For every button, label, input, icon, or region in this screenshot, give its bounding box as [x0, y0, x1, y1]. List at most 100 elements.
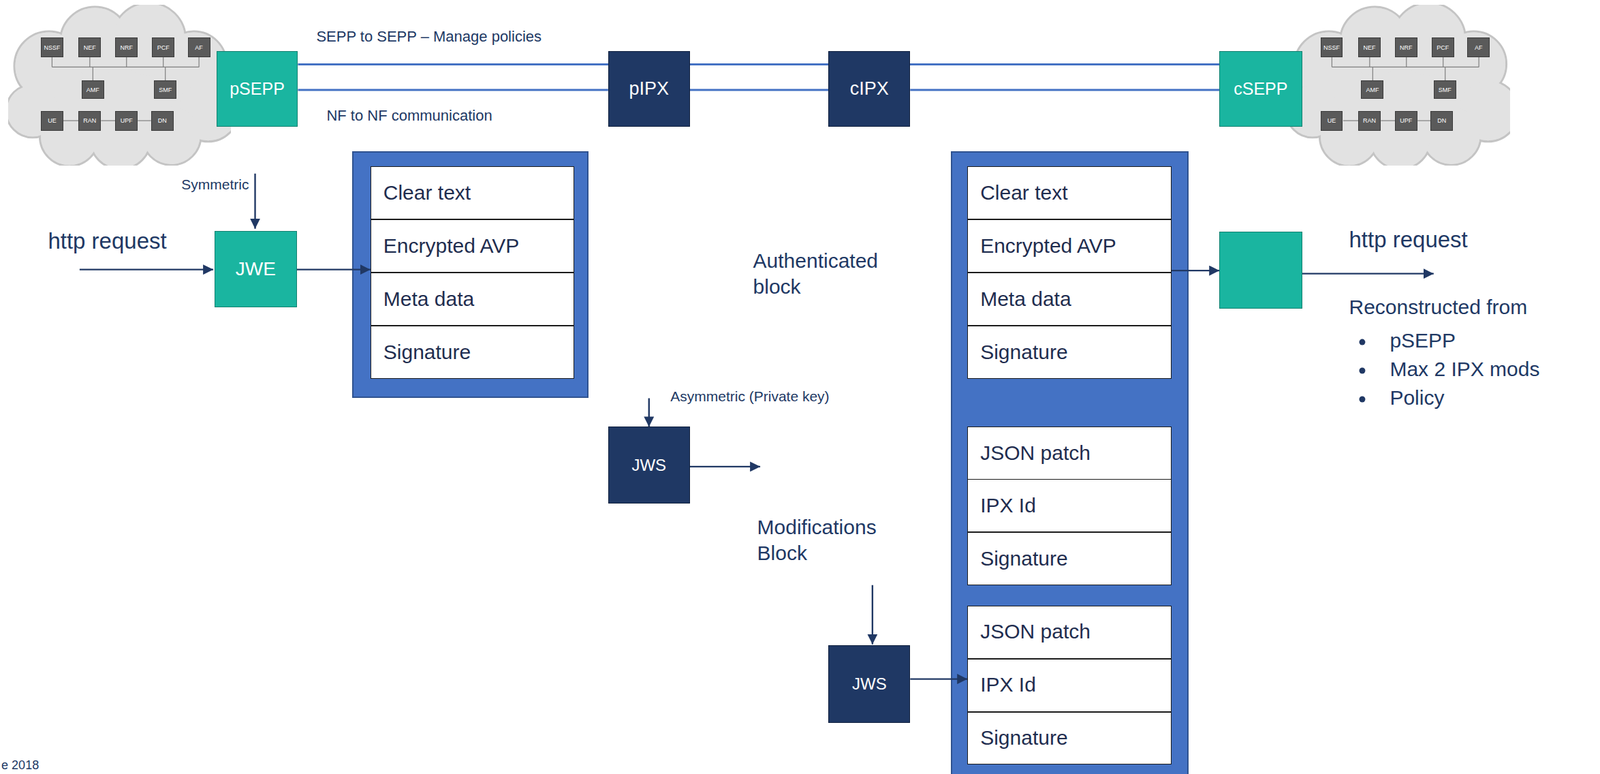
field-row: Signature — [967, 325, 1172, 379]
network-function-box: NRF — [1394, 37, 1418, 57]
node-text: pIPX — [629, 78, 670, 100]
field-row: Encrypted AVP — [370, 219, 575, 273]
connector — [297, 88, 608, 91]
node-text: SMF — [1438, 86, 1452, 94]
node-text: JSON patch — [980, 441, 1091, 466]
field-row: Meta data — [370, 272, 575, 326]
cloud-outline — [1288, 4, 1511, 165]
network-function-box: PCF — [1431, 37, 1455, 57]
field-row: Signature — [967, 531, 1172, 586]
network-function-box: UE — [40, 111, 64, 131]
node-text: Encrypted AVP — [383, 234, 520, 259]
node-text: IPX Id — [980, 672, 1037, 697]
node-text: AMF — [86, 86, 100, 94]
node-text: Signature — [980, 546, 1068, 571]
node-text: NSSF — [1323, 44, 1340, 52]
node-text: AMF — [1365, 86, 1379, 94]
network-function-box: NSSF — [1320, 37, 1344, 57]
field-row: Clear text — [370, 166, 575, 220]
leader-arrow — [254, 173, 256, 229]
sepp-box: JWE — [214, 230, 297, 308]
network-function-box: NEF — [1358, 37, 1381, 57]
node-text: UPF — [120, 117, 133, 124]
sepp-box: pSEPP — [216, 51, 299, 127]
ipx-box: JWS — [608, 426, 690, 503]
node-text: RAN — [1362, 117, 1376, 124]
network-cloud: NSSFNEFNRFPCFAFAMFSMFUERANUPFDN — [8, 4, 231, 165]
connector-label: NF to NF communication — [326, 106, 492, 126]
text-label: Reconstructed from — [1348, 294, 1528, 321]
field-row: Clear text — [967, 166, 1172, 220]
connector — [910, 88, 1220, 91]
ipx-box: pIPX — [608, 51, 690, 127]
node-text: Meta data — [980, 287, 1071, 312]
node-text: JWS — [631, 455, 667, 475]
leader-arrow — [871, 585, 874, 645]
field-row: Meta data — [967, 272, 1172, 326]
network-function-box: RAN — [78, 111, 101, 131]
node-text: PCF — [157, 44, 170, 52]
node-text: Clear text — [980, 181, 1068, 206]
network-function-box: AMF — [81, 80, 105, 99]
text-label: pSEPP — [1389, 327, 1456, 354]
node-text: JWS — [852, 674, 887, 694]
network-function-box: SMF — [153, 80, 177, 99]
field-row: IPX Id — [967, 658, 1172, 712]
bullet-dot — [1358, 395, 1366, 402]
node-text: JWE — [235, 258, 276, 280]
bullet-dot — [1358, 339, 1366, 346]
node-text: NRF — [120, 44, 134, 52]
network-function-box: PCF — [151, 37, 175, 57]
node-text: UE — [47, 117, 57, 124]
node-text: AF — [194, 44, 203, 52]
node-text: NRF — [1399, 44, 1413, 52]
connector-label: Asymmetric (Private key) — [670, 387, 829, 406]
node-text: AF — [1474, 44, 1483, 52]
message-block: Clear textEncrypted AVP Meta dataSignatur… — [950, 151, 1189, 774]
field-row: Signature — [967, 711, 1172, 765]
sepp-box — [1219, 231, 1302, 308]
network-function-box: SMF — [1433, 80, 1457, 99]
text-label: Authenticated block — [753, 247, 928, 300]
node-text: Encrypted AVP — [980, 234, 1117, 259]
text-label: http request — [1348, 225, 1468, 254]
input-arrow — [79, 268, 214, 270]
text-label: Modifications Block — [757, 514, 932, 566]
node-text: NEF — [1362, 44, 1376, 52]
node-text: Signature — [980, 726, 1068, 750]
node-text: DN — [158, 117, 167, 124]
network-function-box: AMF — [1360, 80, 1384, 99]
field-row: JSON patch — [967, 605, 1172, 659]
node-text: UPF — [1399, 117, 1413, 124]
field-row: Signature — [370, 325, 575, 379]
network-function-box: DN — [151, 111, 174, 131]
node-text: SMF — [158, 86, 172, 94]
network-function-box: UPF — [1394, 111, 1418, 131]
node-text: JSON patch — [980, 619, 1091, 644]
connector — [648, 397, 650, 427]
connector — [910, 677, 968, 680]
node-text: cIPX — [850, 78, 889, 100]
network-function-box: NEF — [78, 37, 101, 57]
node-text: UE — [1327, 117, 1337, 124]
ipx-box: JWS — [828, 645, 911, 723]
network-function-box: AF — [187, 37, 211, 57]
node-text: NEF — [83, 44, 97, 52]
message-block: Clear textEncrypted AVP Meta dataSignatur… — [352, 151, 590, 399]
node-text: pSEPP — [229, 79, 285, 99]
node-text: Meta data — [383, 287, 475, 312]
network-cloud: NSSF NEF NRF PCF AF AMF SMF UE RAN UPF DN — [1288, 4, 1511, 165]
network-function-box: RAN — [1358, 111, 1381, 131]
node-text: IPX Id — [980, 493, 1037, 518]
node-text: Signature — [980, 340, 1068, 365]
network-function-box: UE — [1320, 111, 1344, 131]
field-row: Encrypted AVP — [967, 219, 1172, 273]
node-text: Signature — [383, 340, 471, 365]
output-arrow — [689, 465, 761, 468]
ipx-box: cIPX — [828, 51, 911, 127]
node-text: DN — [1437, 117, 1447, 124]
bullet-dot — [1358, 367, 1366, 374]
output-arrow — [1302, 272, 1434, 274]
node-text: Clear text — [383, 181, 471, 206]
